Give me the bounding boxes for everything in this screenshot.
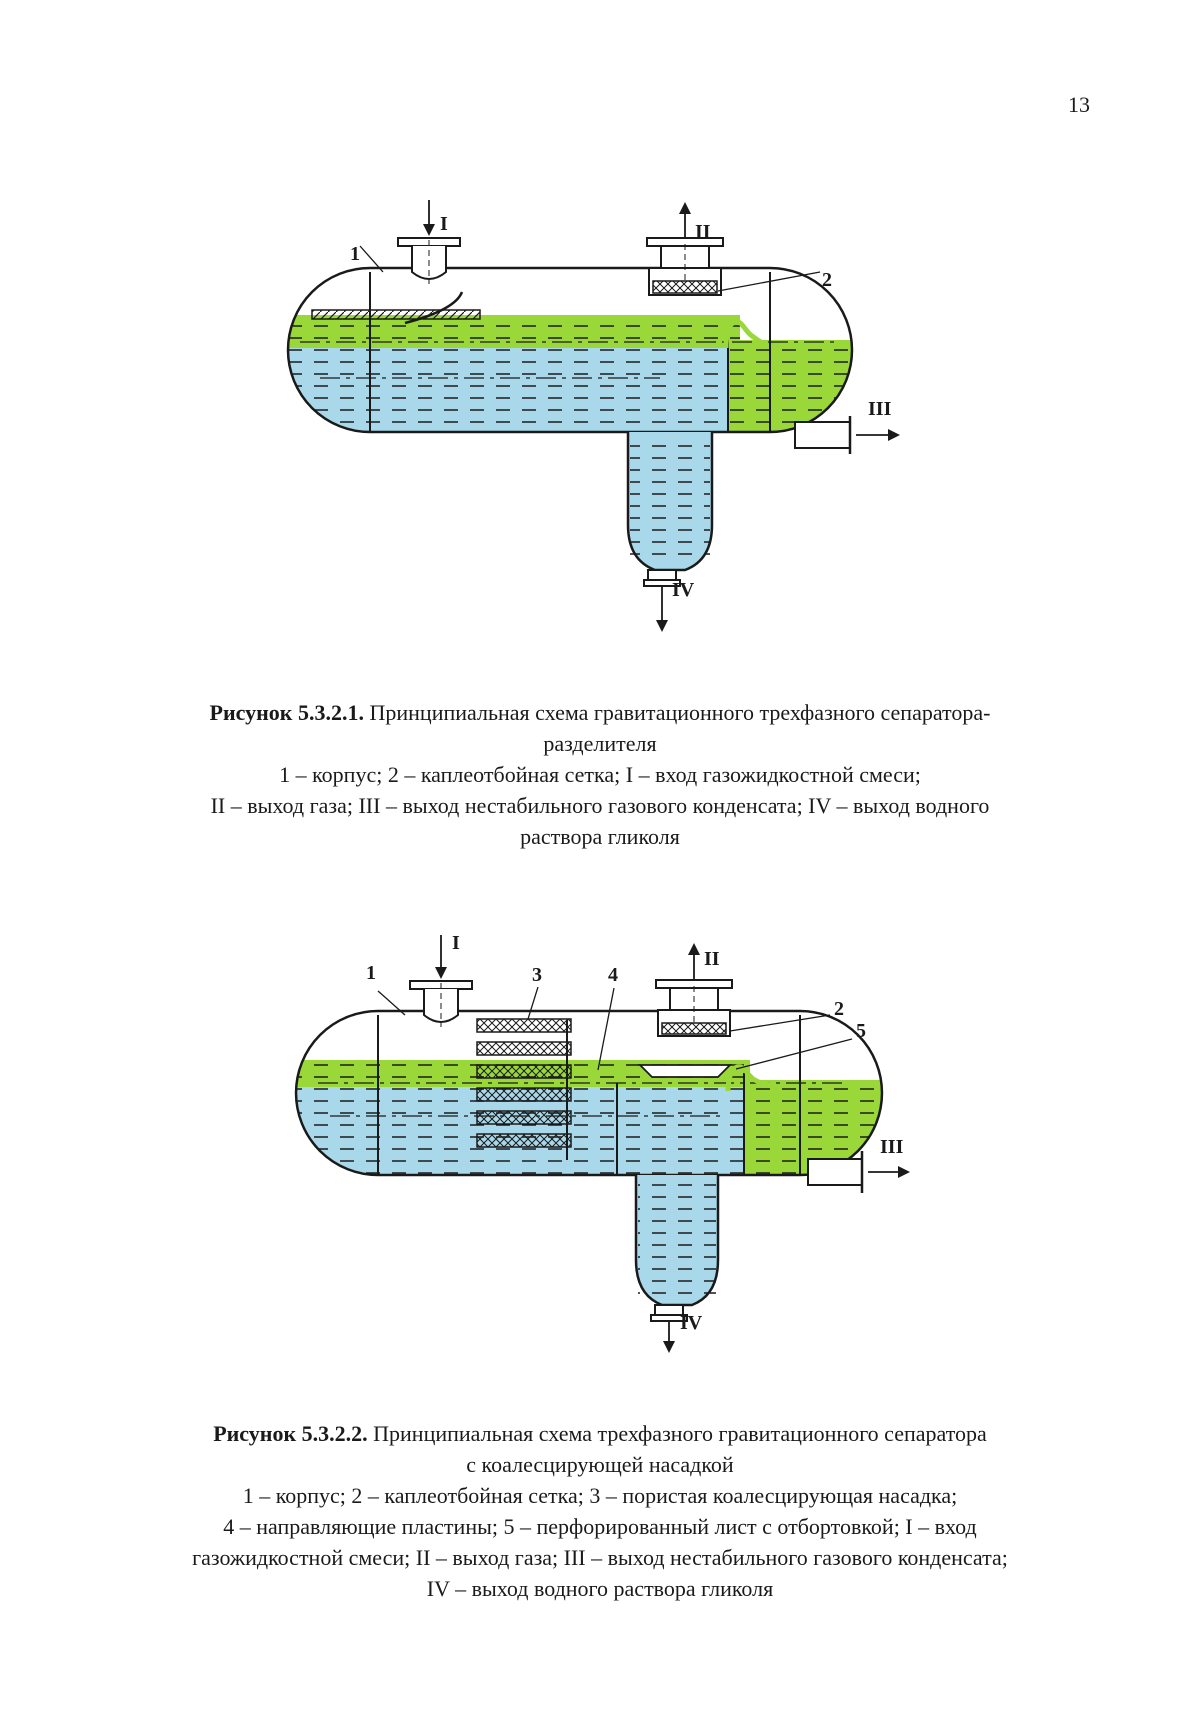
caption-text: 1 – корпус; 2 – каплеотбойная сетка; 3 –…	[242, 1483, 958, 1508]
label-coalescer: 3	[532, 964, 542, 986]
gas-outlet-nozzle	[655, 943, 733, 1037]
vessel-body	[294, 1009, 884, 1177]
demister-mesh	[661, 1022, 727, 1035]
caption-text: II – выход газа; III – выход нестабильно…	[210, 793, 990, 818]
caption-text: Принципиальная схема трехфазного гравита…	[373, 1421, 987, 1446]
label-condensate-outlet: III	[880, 1136, 904, 1158]
caption-text: IV – выход водного раствора гликоля	[426, 1576, 774, 1601]
demister-mesh	[652, 280, 718, 294]
label-body: 1	[366, 962, 376, 984]
separator-diagram-1: I II III IV 1 2	[286, 200, 900, 632]
condensate-outlet	[807, 1151, 910, 1193]
label-glycol-outlet: IV	[680, 1312, 703, 1334]
label-inlet: I	[452, 932, 460, 954]
sump	[634, 1175, 720, 1353]
label-condensate-outlet: III	[868, 398, 892, 420]
guide-plates	[566, 1020, 618, 1175]
inlet-baffle	[311, 291, 481, 325]
sump	[626, 432, 714, 632]
label-inlet: I	[440, 213, 448, 235]
condensate-outlet	[794, 416, 900, 454]
label-perforated-sheet: 5	[856, 1020, 866, 1042]
label-gas-outlet: II	[704, 948, 720, 970]
leader-lines	[359, 245, 821, 292]
caption-text: раствора гликоля	[520, 824, 680, 849]
caption-text: 4 – направляющие пластины; 5 – перфориро…	[223, 1514, 977, 1539]
caption-text: газожидкостной смеси; II – выход газа; I…	[192, 1545, 1008, 1570]
separator-diagram-2: I II III IV 1 2 3 4 5	[294, 932, 910, 1353]
coalescing-packing	[476, 1018, 572, 1148]
figure-2-caption: Рисунок 5.3.2.2. Принципиальная схема тр…	[100, 1418, 1100, 1604]
caption-title: Рисунок 5.3.2.2.	[213, 1421, 368, 1446]
caption-title: Рисунок 5.3.2.1.	[209, 700, 364, 725]
label-body: 1	[350, 243, 360, 265]
page-number: 13	[1068, 92, 1090, 117]
overflow-weir	[723, 319, 769, 349]
gas-outlet-nozzle	[646, 202, 724, 296]
caption-text: с коалесцирующей насадкой	[466, 1452, 734, 1477]
label-mesh: 2	[834, 998, 844, 1020]
perforated-sheet	[637, 1064, 771, 1092]
figure-1-caption: Рисунок 5.3.2.1. Принципиальная схема гр…	[100, 697, 1100, 852]
caption-text: 1 – корпус; 2 – каплеотбойная сетка; I –…	[279, 762, 921, 787]
inlet-nozzle	[409, 935, 473, 1027]
label-mesh: 2	[822, 269, 832, 291]
label-plates: 4	[608, 964, 618, 986]
caption-text: разделителя	[543, 731, 657, 756]
inlet-nozzle	[397, 200, 461, 284]
caption-text: Принципиальная схема гравитационного тре…	[369, 700, 991, 725]
label-glycol-outlet: IV	[672, 579, 695, 601]
leader-lines	[377, 986, 853, 1071]
vessel-body	[286, 266, 854, 434]
label-gas-outlet: II	[695, 221, 711, 243]
